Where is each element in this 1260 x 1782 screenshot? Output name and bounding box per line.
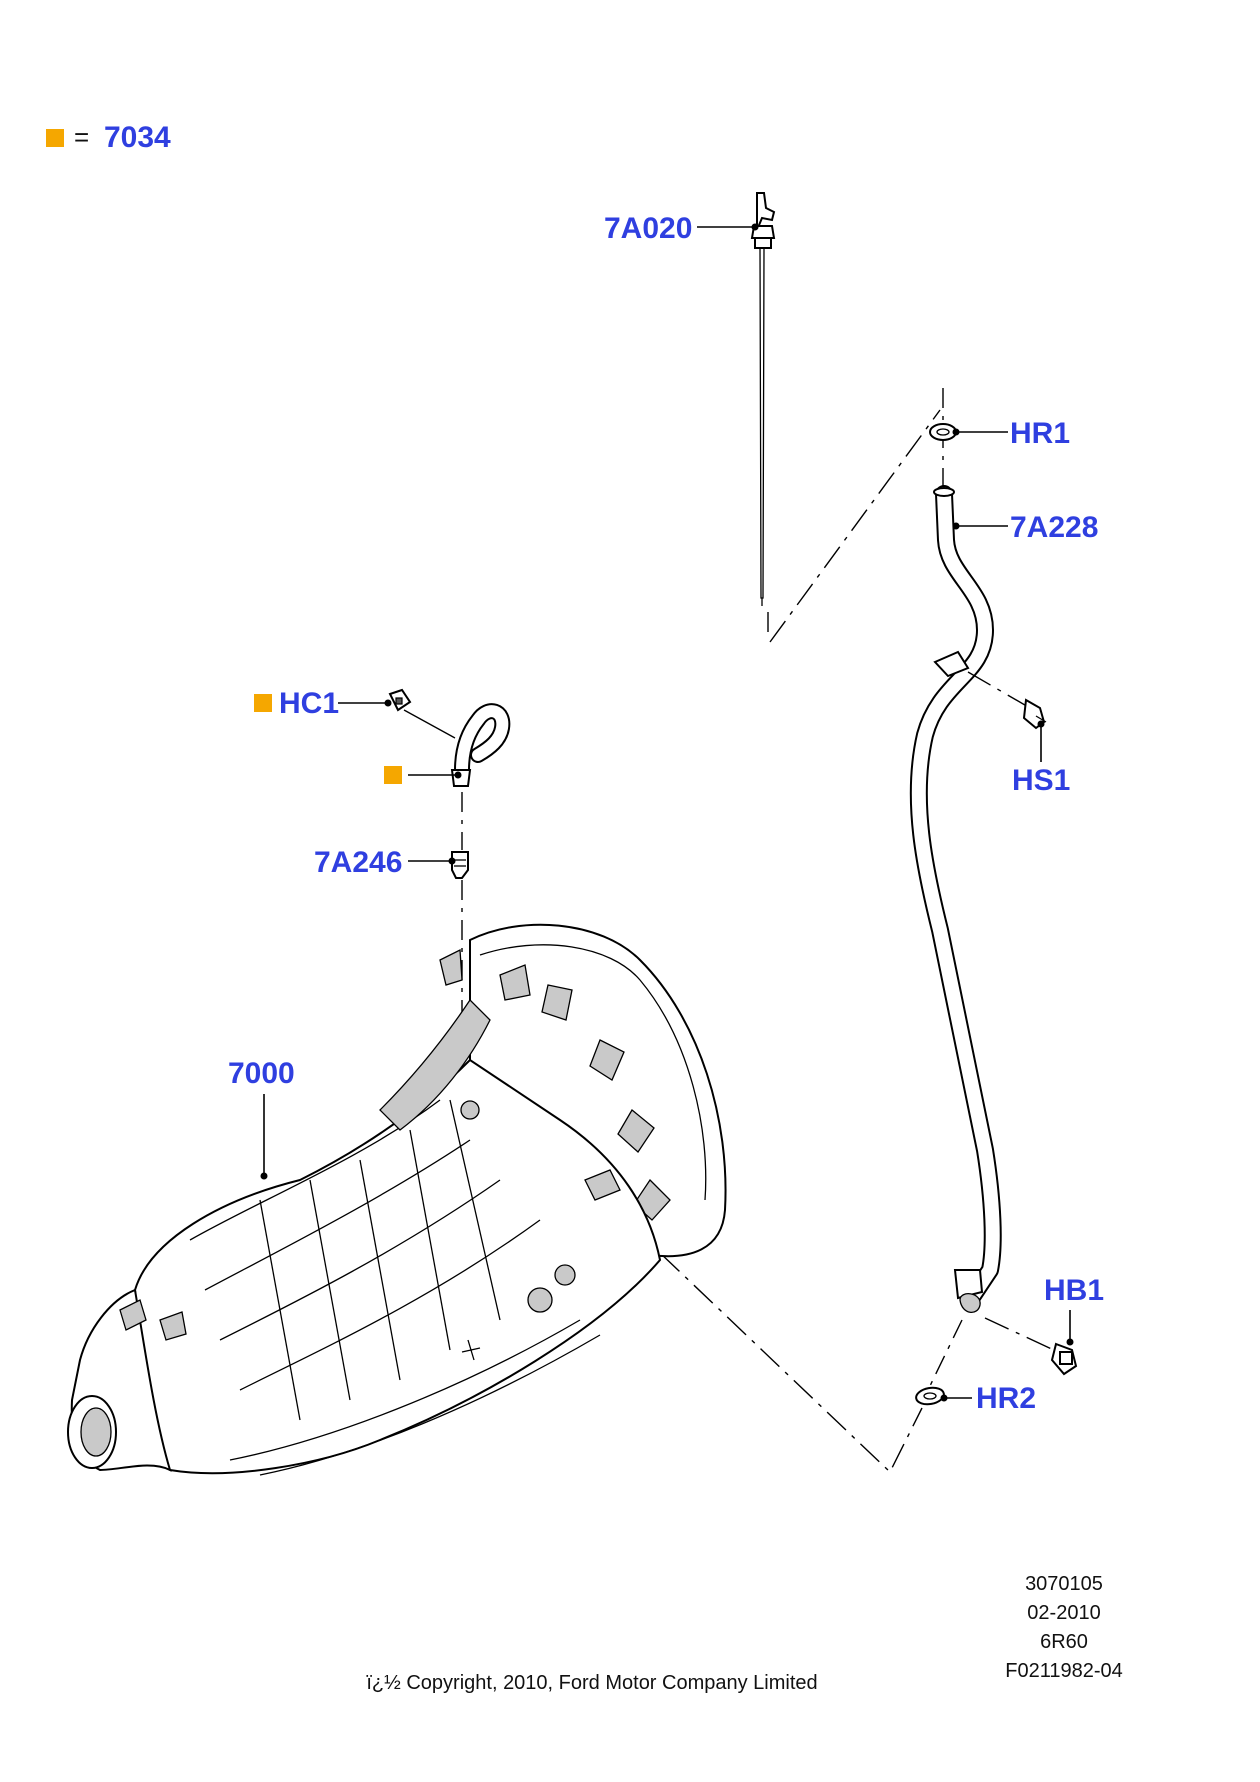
vent-legend-marker: [384, 766, 402, 784]
dipstick-part: [750, 192, 776, 640]
svg-text:7A228: 7A228: [1010, 511, 1098, 544]
svg-text:HC1: HC1: [279, 687, 339, 720]
vent-hose-part: [403, 703, 511, 787]
legend-marker: [46, 129, 64, 147]
callout-vent-marker: [384, 766, 462, 784]
legend-equals: =: [74, 122, 89, 152]
info-line-2: 02-2010: [1027, 1602, 1100, 1624]
legend: = 7034: [46, 121, 171, 154]
guide-screw: [967, 671, 1031, 709]
guide-oring-bottom: [927, 1319, 963, 1391]
callout-HR2: HR2: [940, 1382, 1036, 1415]
vent-fitting-part: [451, 851, 469, 879]
hc1-legend-marker: [254, 694, 272, 712]
oring-hr2-part: [915, 1386, 945, 1406]
info-line-1: 3070105: [1025, 1573, 1103, 1595]
svg-text:HB1: HB1: [1044, 1274, 1104, 1307]
svg-text:HR1: HR1: [1010, 417, 1070, 450]
callout-7A228: 7A228: [952, 511, 1098, 544]
transmission-part: [67, 923, 727, 1476]
svg-text:HR2: HR2: [976, 1382, 1036, 1415]
guide-dipstick-tube: [769, 409, 941, 643]
callout-7A020: 7A020: [604, 212, 759, 245]
bolt-hb1-part: [1050, 1342, 1078, 1376]
filler-tube-part: [909, 485, 1002, 1313]
callout-HC1: HC1: [254, 687, 392, 720]
info-line-4: F0211982-04: [1005, 1660, 1123, 1682]
copyright-text: ï¿½ Copyright, 2010, Ford Motor Company …: [366, 1672, 817, 1694]
svg-text:HS1: HS1: [1012, 764, 1070, 797]
guide-bolt: [984, 1317, 1059, 1353]
callout-7A246: 7A246: [314, 846, 456, 879]
callout-HS1: HS1: [1012, 720, 1070, 797]
callout-HB1: HB1: [1044, 1274, 1104, 1346]
hose-clamp-hc1-part: [388, 688, 412, 712]
info-line-3: 6R60: [1040, 1631, 1088, 1653]
oring-hr1-part: [929, 423, 957, 441]
svg-text:7A020: 7A020: [604, 212, 692, 245]
info-block: 3070105 02-2010 6R60 F0211982-04: [1005, 1573, 1123, 1682]
svg-text:7000: 7000: [228, 1057, 295, 1090]
callout-7000: 7000: [228, 1057, 295, 1180]
legend-code: 7034: [104, 121, 171, 154]
svg-text:7A246: 7A246: [314, 846, 402, 879]
callout-HR1: HR1: [952, 417, 1070, 450]
